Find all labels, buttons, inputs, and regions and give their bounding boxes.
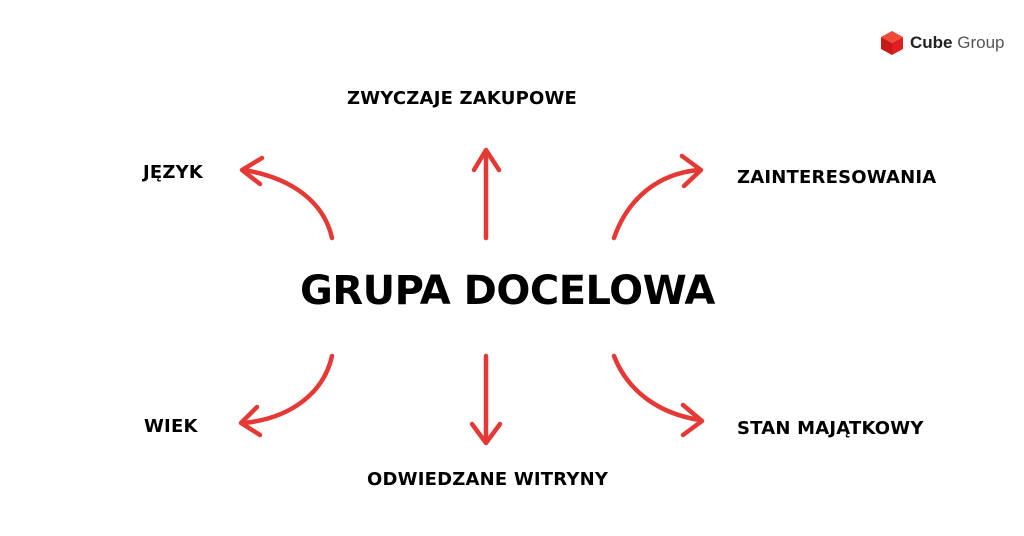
- label-bottom-right: STAN MAJĄTKOWY: [737, 418, 924, 439]
- arrow-up-right: [611, 153, 704, 241]
- cube-group-logo: Cube Group: [878, 28, 1004, 58]
- label-top-right: ZAINTERESOWANIA: [737, 167, 937, 188]
- label-top: ZWYCZAJE ZAKUPOWE: [347, 88, 578, 109]
- logo-suffix: Group: [957, 33, 1005, 52]
- label-top-left: JĘZYK: [143, 162, 204, 183]
- label-bottom: ODWIEDZANE WITRYNY: [367, 469, 609, 490]
- arrow-up-left: [239, 155, 335, 241]
- label-bottom-left: WIEK: [144, 416, 198, 437]
- arrow-down: [469, 353, 503, 446]
- arrow-up: [471, 147, 502, 241]
- arrow-down-right: [611, 353, 705, 438]
- logo-brand: Cube: [910, 33, 953, 52]
- center-label: GRUPA DOCELOWA: [300, 268, 715, 314]
- logo-wordmark: Cube Group: [910, 33, 1004, 53]
- cube-logo-icon: [881, 31, 903, 55]
- arrow-down-left: [238, 353, 335, 438]
